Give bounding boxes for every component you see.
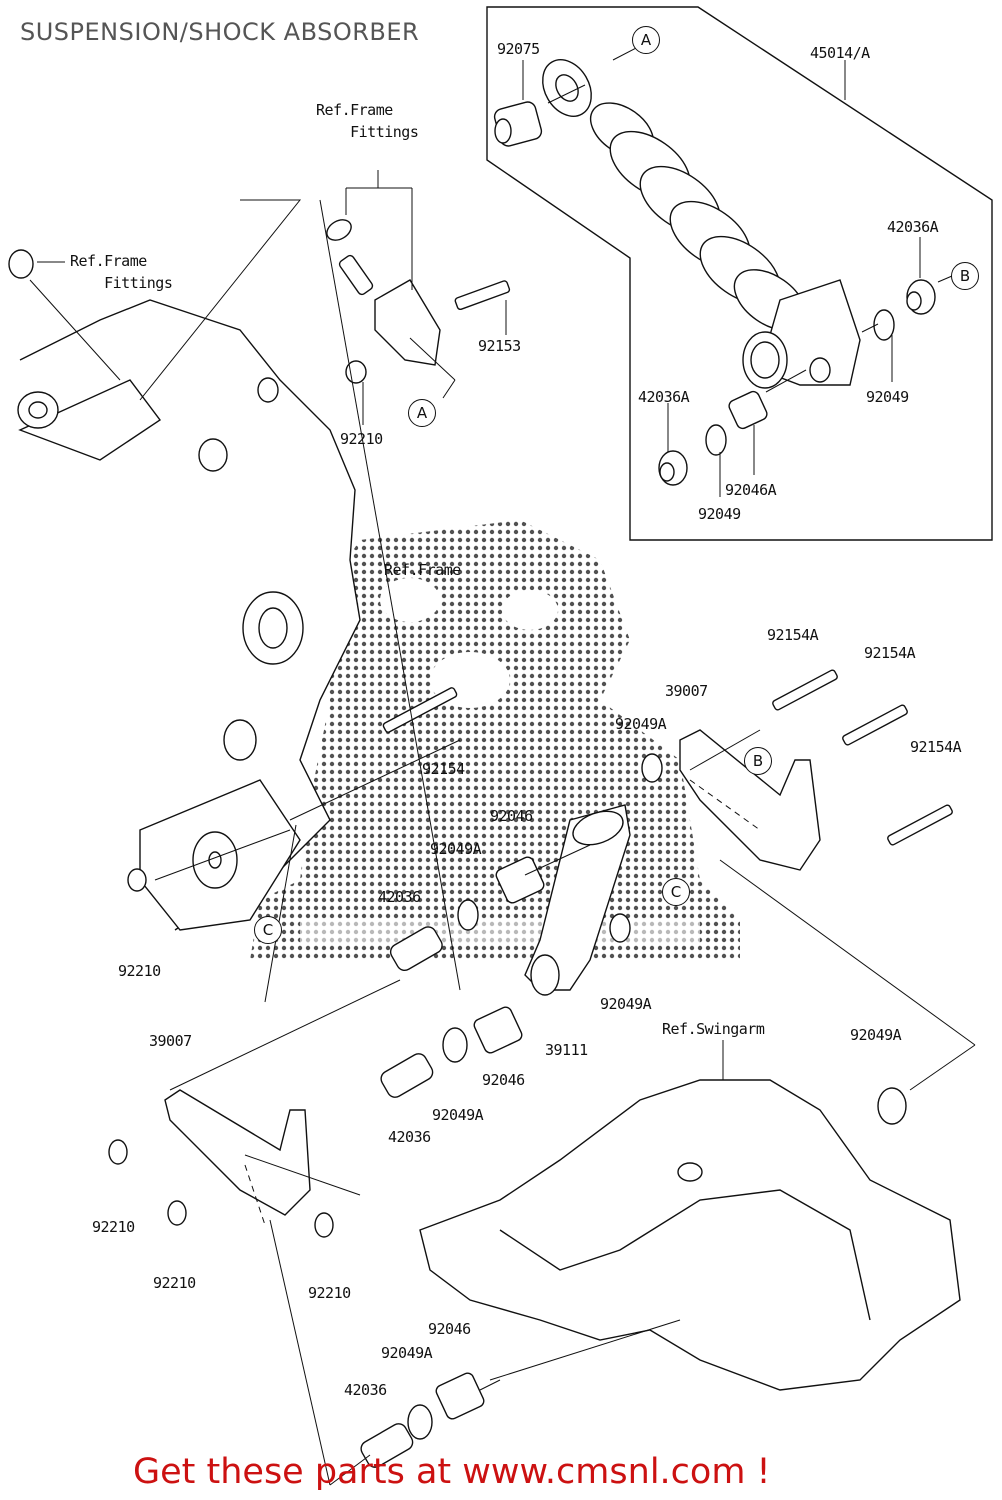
callout-a-shock: A — [632, 26, 660, 54]
frame — [17, 199, 361, 931]
part-label[interactable]: 39007 — [665, 682, 708, 700]
bracket-39007-left — [164, 1089, 311, 1216]
swingarm — [419, 1079, 961, 1391]
part-label[interactable]: 92049A — [850, 1026, 902, 1044]
part-label[interactable]: 92210 — [308, 1284, 351, 1302]
shock-absorber — [542, 59, 861, 389]
part-label[interactable]: 45014/A — [810, 44, 870, 62]
part-label[interactable]: 92046 — [428, 1320, 471, 1338]
part-label[interactable]: 92210 — [153, 1274, 196, 1292]
bolt-92153 — [454, 280, 511, 311]
part-label[interactable]: 39007 — [149, 1032, 192, 1050]
part-label[interactable]: 92153 — [478, 337, 521, 355]
part-label[interactable]: 42036A — [887, 218, 939, 236]
part-label[interactable]: 92154 — [422, 760, 465, 778]
part-label[interactable]: 92154A — [910, 738, 962, 756]
part-label[interactable]: 92046 — [482, 1071, 525, 1089]
callout-a-frame: A — [408, 399, 436, 427]
ref-swingarm-label: Ref.Swingarm — [662, 1020, 765, 1038]
nut-frame-fitting-left — [8, 249, 34, 279]
callout-c-rocker: C — [662, 878, 690, 906]
part-label[interactable]: 39111 — [545, 1041, 588, 1059]
part-label[interactable]: 42036 — [344, 1381, 387, 1399]
part-label[interactable]: 92049A — [615, 715, 667, 733]
part-label[interactable]: 92049 — [866, 388, 909, 406]
part-label[interactable]: 92046 — [490, 807, 533, 825]
part-label[interactable]: 92210 — [92, 1218, 135, 1236]
bearing-92046-low — [473, 1006, 523, 1054]
part-label[interactable]: 92049 — [698, 505, 741, 523]
cmsnl-parts-link[interactable]: Get these parts at www.cmsnl.com ! — [133, 1452, 771, 1492]
part-label[interactable]: 92154A — [767, 626, 819, 644]
callout-c-frame: C — [254, 916, 282, 944]
part-label[interactable]: 92210 — [118, 962, 161, 980]
callout-b-bracket: B — [744, 747, 772, 775]
part-label[interactable]: 92049A — [381, 1344, 433, 1362]
part-label[interactable]: 92049A — [432, 1106, 484, 1124]
collar-42036-low — [380, 1053, 434, 1098]
ref-frame-label: Ref.Frame — [384, 561, 461, 579]
bolt-92154 — [382, 687, 458, 733]
part-label[interactable]: 42036A — [638, 388, 690, 406]
collar-42036-mid — [389, 926, 443, 972]
part-label[interactable]: 92049A — [430, 840, 482, 858]
bracket-frame-fitting — [374, 279, 441, 366]
part-label[interactable]: 42036 — [388, 1128, 431, 1146]
rocker-arm-39111 — [524, 804, 631, 991]
part-label[interactable]: 42036 — [378, 888, 421, 906]
page-title: SUSPENSION/SHOCK ABSORBER — [20, 18, 420, 46]
part-label[interactable]: 92046A — [725, 481, 777, 499]
bearing-92046-bottom — [435, 1372, 485, 1420]
ref-frame-fittings-left-label: Ref.Frame Fittings — [70, 252, 173, 292]
shock-inset-box — [486, 6, 993, 541]
bearing-92046-mid — [495, 856, 545, 904]
bolts-92154A — [772, 669, 953, 846]
ref-frame-fittings-top-label: Ref.Frame Fittings — [316, 101, 419, 141]
seal-92049-right — [873, 309, 895, 341]
part-label[interactable]: 92075 — [497, 40, 540, 58]
part-label[interactable]: 92049A — [600, 995, 652, 1013]
pin-frame-fitting — [338, 254, 374, 296]
washer-frame-fitting — [326, 219, 352, 241]
part-label[interactable]: 92154A — [864, 644, 916, 662]
part-label[interactable]: 92210 — [340, 430, 383, 448]
callout-b-shock: B — [951, 262, 979, 290]
